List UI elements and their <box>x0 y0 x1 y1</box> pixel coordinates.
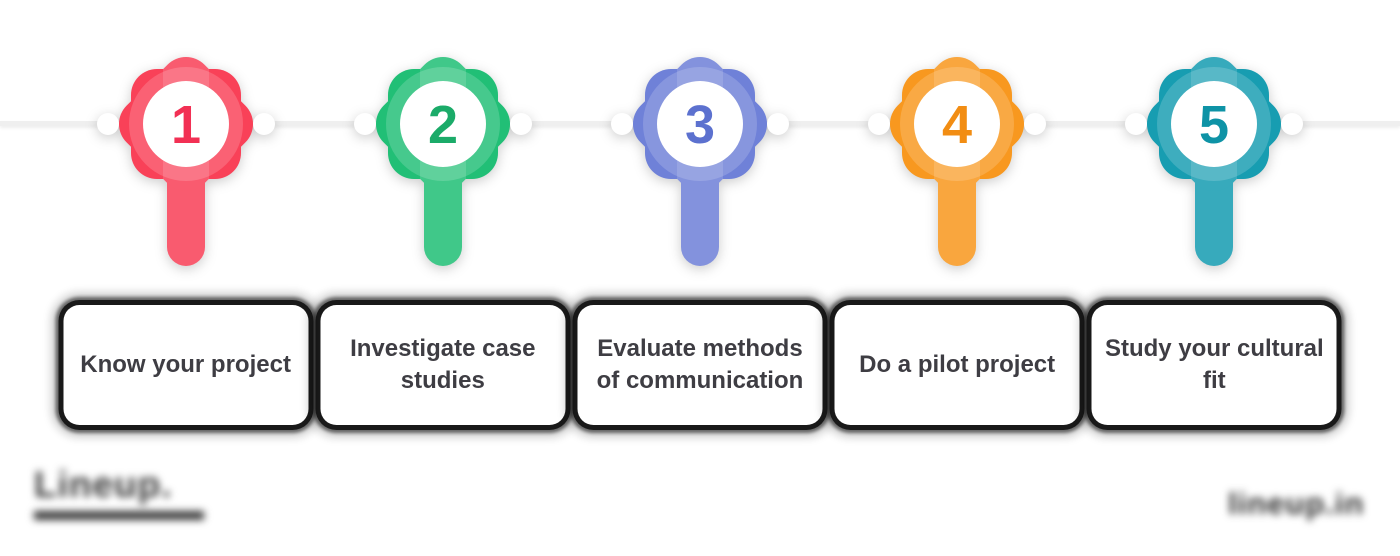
step-column-2: 2 Investigate case studies <box>314 0 571 556</box>
line-dot-right <box>1024 113 1047 135</box>
marker-number-disc <box>399 81 486 167</box>
line-dot-left <box>353 113 376 135</box>
step-number: 3 <box>685 95 715 155</box>
marker-number-disc <box>142 81 229 167</box>
step-card: Evaluate methods of communication <box>577 305 823 425</box>
step-card-label: Do a pilot project <box>859 351 1056 379</box>
step-number: 1 <box>171 95 201 155</box>
step-column-5: 5 Study your cultural fit <box>1086 0 1343 556</box>
line-dot-right <box>252 113 275 135</box>
step-card-label: Know your project <box>80 351 291 379</box>
marker-number-disc <box>656 81 743 167</box>
steps-row: 1 Know your project <box>57 0 1343 556</box>
step-number: 5 <box>1199 95 1229 155</box>
site-watermark: lineup.in <box>1228 486 1365 521</box>
line-dot-right <box>766 113 789 135</box>
step-column-3: 3 Evaluate methods of communication <box>571 0 828 556</box>
brand-logo-text: Lineup. <box>34 464 173 505</box>
marker-number-disc <box>914 81 1001 167</box>
marker-number-disc <box>1171 81 1258 167</box>
brand-logo-watermark: Lineup. <box>34 464 204 520</box>
line-dot-right <box>1281 113 1304 135</box>
line-dot-left <box>96 113 119 135</box>
step-number: 2 <box>428 95 458 155</box>
brand-logo-underline <box>34 511 204 520</box>
step-number: 4 <box>942 95 972 155</box>
step-marker-badge: 3 <box>610 46 789 266</box>
step-marker-badge: 5 <box>1125 46 1304 266</box>
step-marker-badge: 2 <box>353 46 532 266</box>
step-card-label: Evaluate methods of communication <box>596 335 804 394</box>
step-card: Do a pilot project <box>834 305 1080 425</box>
line-dot-left <box>1125 113 1148 135</box>
step-column-1: 1 Know your project <box>57 0 314 556</box>
step-card-label: Investigate case studies <box>350 335 536 394</box>
step-card: Investigate case studies <box>320 305 566 425</box>
step-marker-badge: 4 <box>868 46 1047 266</box>
line-dot-left <box>868 113 891 135</box>
step-card: Study your cultural fit <box>1091 305 1337 425</box>
line-dot-left <box>610 113 633 135</box>
step-card-label: Study your cultural fit <box>1104 335 1324 394</box>
step-card: Know your project <box>63 305 309 425</box>
step-marker-badge: 1 <box>96 46 275 266</box>
line-dot-right <box>509 113 532 135</box>
step-column-4: 4 Do a pilot project <box>829 0 1086 556</box>
